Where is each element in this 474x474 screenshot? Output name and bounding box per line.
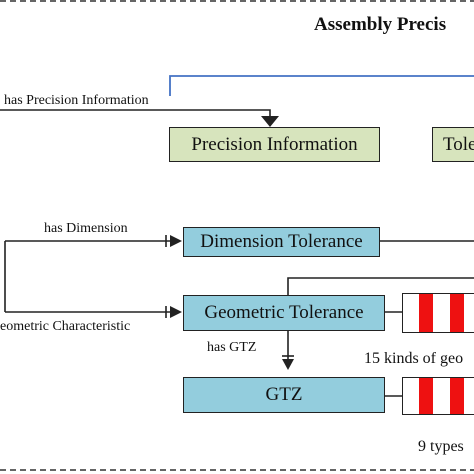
edge-label-has-precision-information: has Precision Information — [4, 93, 149, 108]
dimension-arrowhead — [170, 235, 182, 247]
strip-cell — [419, 294, 433, 332]
node-tolerance: Tole — [432, 127, 474, 162]
edge-label-geometric-characteristic: eometric Characteristic — [0, 319, 131, 334]
caption-types: 9 types — [418, 438, 464, 455]
geometric-characteristic-strip — [402, 293, 474, 333]
blue-connector — [169, 75, 474, 96]
node-precision-information: Precision Information — [169, 127, 380, 162]
caption-kinds: 15 kinds of geo — [364, 350, 464, 367]
geometric-top-connector — [287, 277, 474, 295]
gtz-types-strip — [402, 377, 474, 415]
node-dimension-tolerance: Dimension Tolerance — [183, 227, 380, 257]
gtz-arrowhead — [282, 359, 294, 370]
precision-edge-line — [0, 109, 271, 122]
strip-cell — [450, 378, 464, 414]
edge-label-has-gtz: has GTZ — [207, 340, 257, 355]
diagram-title: Assembly Precis — [314, 14, 447, 35]
precision-arrowhead — [261, 116, 279, 127]
node-geometric-tolerance: Geometric Tolerance — [183, 295, 385, 331]
edge-label-has-dimension: has Dimension — [44, 221, 128, 236]
strip-cell — [419, 378, 433, 414]
strip-cell — [450, 294, 464, 332]
geometric-arrowhead — [170, 306, 182, 318]
node-gtz: GTZ — [183, 377, 385, 413]
